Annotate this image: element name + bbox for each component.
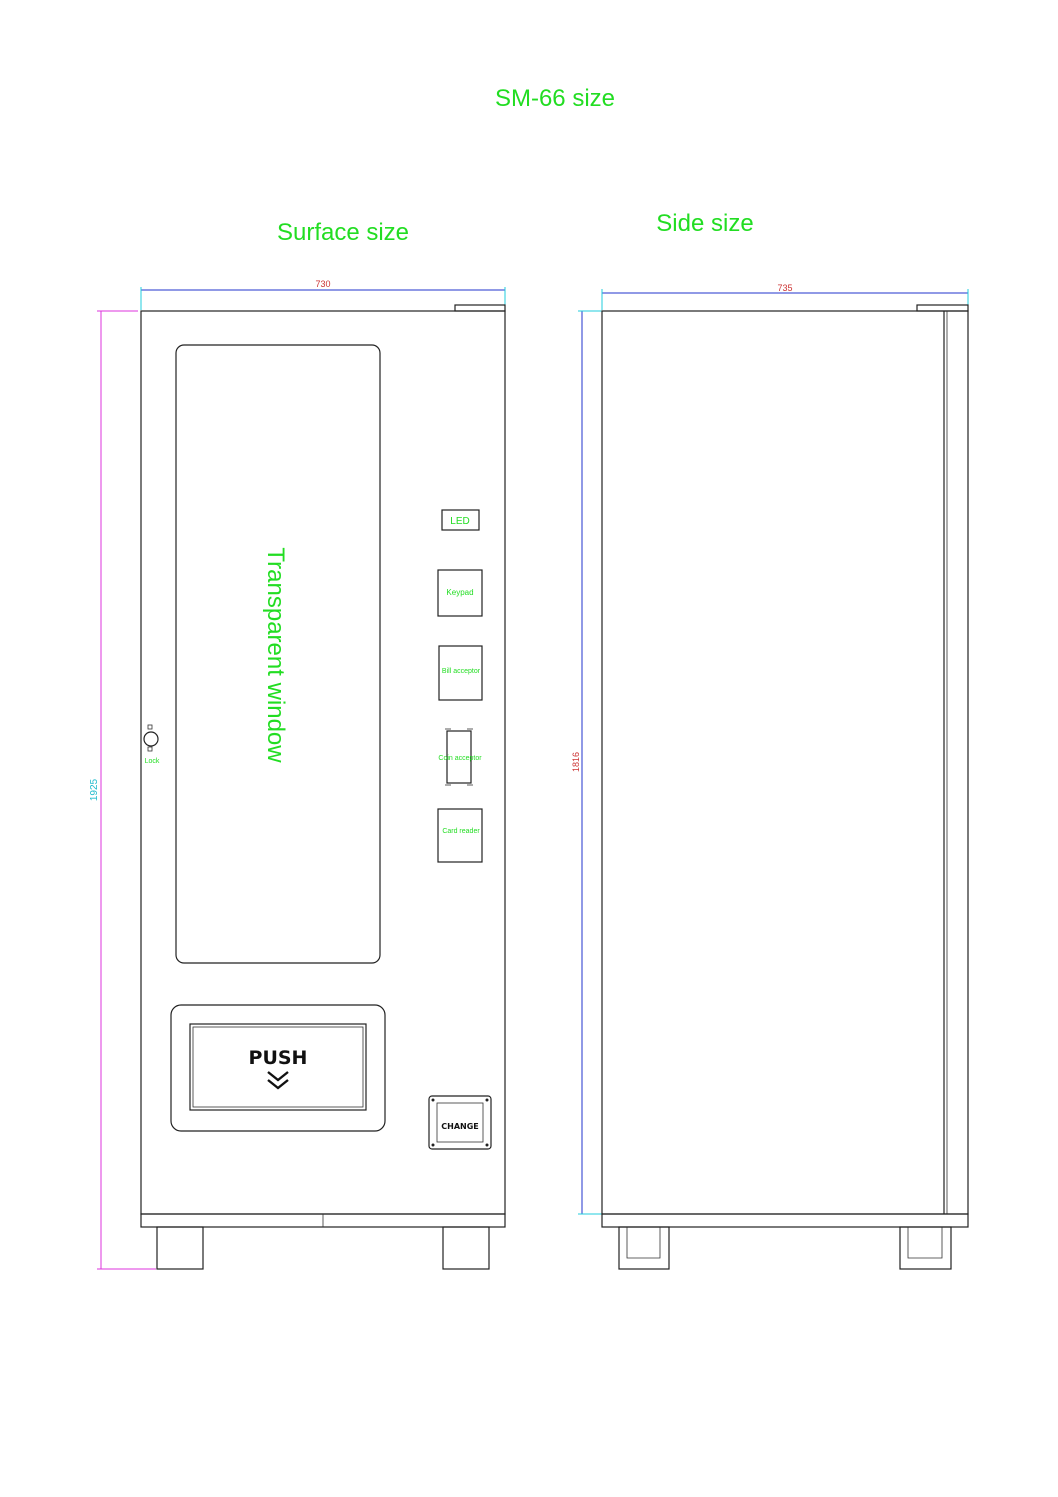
card-reader xyxy=(437,808,483,863)
keypad-label: Keypad xyxy=(446,588,473,597)
surface-width-dimension: 730 xyxy=(140,279,506,310)
surface-leg-left xyxy=(156,1226,204,1270)
coin-acceptor-label: Coin acceptor xyxy=(438,755,482,762)
card-reader-label: Card reader xyxy=(442,828,480,835)
chevron-down-icon xyxy=(267,1071,289,1090)
push-door xyxy=(170,1004,386,1132)
surface-height-label: 1925 xyxy=(89,778,100,801)
side-heading: Side size xyxy=(656,210,753,237)
side-cabinet-body xyxy=(601,310,969,1215)
side-leg-right xyxy=(899,1226,952,1270)
keypad xyxy=(437,569,483,617)
side-leg-left xyxy=(618,1226,670,1270)
side-width-label: 735 xyxy=(777,283,792,293)
side-width-dimension: 735 xyxy=(601,283,969,310)
surface-top-cap xyxy=(454,304,506,312)
surface-view: Surface size 730 1925 Transparent window xyxy=(89,219,506,1270)
side-height-label: 1816 xyxy=(571,752,581,772)
led-display xyxy=(441,509,480,531)
change-label: CHANGE xyxy=(441,1122,478,1131)
transparent-window-label: Transparent window xyxy=(262,547,289,763)
side-height-dimension: 1816 xyxy=(571,310,602,1215)
side-base xyxy=(601,1213,969,1228)
page-title: SM-66 size xyxy=(495,85,615,112)
transparent-window xyxy=(175,344,381,964)
coin-acceptor xyxy=(445,728,473,786)
bill-acceptor xyxy=(438,645,483,701)
surface-leg-right xyxy=(442,1226,490,1270)
surface-width-label: 730 xyxy=(315,279,330,289)
lock-icon xyxy=(143,724,159,752)
surface-height-dimension: 1925 xyxy=(89,310,156,1270)
lock-label: Lock xyxy=(145,758,160,765)
side-top-cap xyxy=(916,304,969,312)
surface-cabinet-body xyxy=(140,310,506,1215)
bill-acceptor-label: Bill acceptor xyxy=(442,668,481,675)
push-label: PUSH xyxy=(249,1047,308,1069)
change-return xyxy=(428,1095,492,1150)
surface-heading: Surface size xyxy=(277,219,409,246)
led-label: LED xyxy=(450,516,469,527)
side-view: Side size 735 1816 xyxy=(571,210,969,1270)
